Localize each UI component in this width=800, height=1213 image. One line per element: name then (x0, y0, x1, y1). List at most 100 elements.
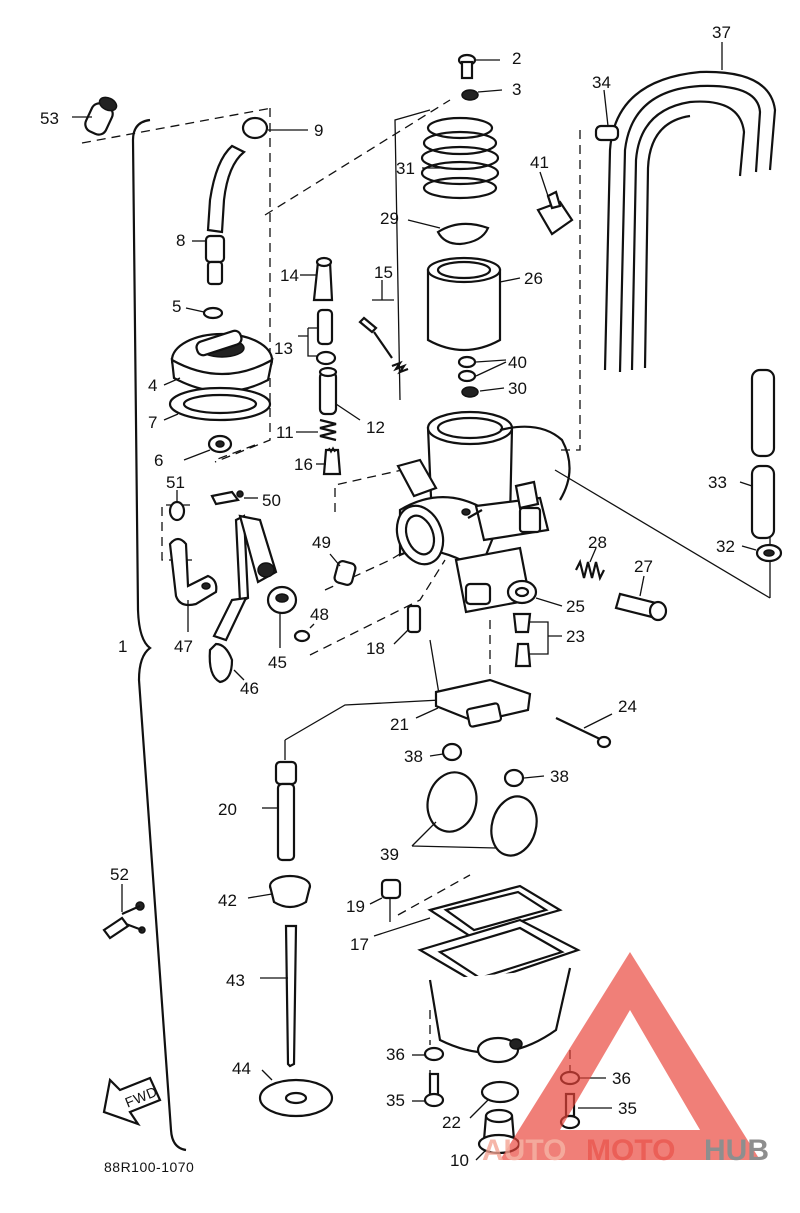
part-17-float-bowl (373, 884, 581, 1064)
part-49-cap (329, 553, 357, 586)
callout-7: 7 (148, 413, 157, 432)
watermark-auto: AUTO (482, 1134, 566, 1167)
part-22-oring (469, 1080, 520, 1119)
callout-38: 38 (404, 747, 423, 766)
callout-30: 30 (508, 379, 527, 398)
watermark-triangle-icon (500, 952, 760, 1160)
part-6-washer (183, 434, 233, 461)
part-11-spring (296, 418, 337, 442)
part-7-gasket (163, 386, 272, 422)
part-38-cap-left (429, 742, 463, 762)
callout-29: 29 (380, 209, 399, 228)
part-52-bolt (102, 884, 146, 940)
assembly-bracket (131, 118, 187, 1152)
callout-21: 21 (390, 715, 409, 734)
watermark-logo: AUTO MOTO HUB (482, 952, 769, 1167)
part-23-main-jet-set (512, 612, 562, 668)
callout-23: 23 (566, 627, 585, 646)
callout-35: 35 (386, 1091, 405, 1110)
callout-40: 40 (508, 353, 527, 372)
callout-27: 27 (634, 557, 653, 576)
part-45-starter-plunger (238, 514, 298, 648)
callout-44: 44 (232, 1059, 251, 1078)
callout-11: 11 (276, 423, 294, 442)
callout-17: 17 (350, 935, 369, 954)
part-21-float-arm (415, 678, 532, 728)
part-42-needle-holder (247, 874, 312, 909)
callout-49: 49 (312, 533, 331, 552)
callout-53: 53 (40, 109, 59, 128)
callout-50: 50 (262, 491, 281, 510)
callout-31: 31 (396, 159, 415, 178)
callout-47: 47 (174, 637, 193, 656)
carburetor-body (395, 410, 571, 614)
part-19-plug (369, 878, 402, 905)
part-12-plunger (318, 366, 361, 421)
part-8-breather-tube (192, 144, 247, 286)
callout-20: 20 (218, 800, 237, 819)
callout-13: 13 (274, 339, 293, 358)
part-18-pilot-jet (393, 604, 422, 645)
part-35-screw-left (412, 1072, 445, 1108)
callout-2: 2 (512, 49, 521, 68)
callout-39: 39 (380, 845, 399, 864)
part-26-throttle-valve (426, 256, 521, 351)
part-25-washer (506, 579, 563, 607)
part-51-fitting (168, 490, 186, 522)
part-9-cap (241, 116, 308, 140)
callout-12: 12 (366, 418, 385, 437)
part-24-float-pin (555, 713, 613, 749)
callout-36: 36 (386, 1045, 405, 1064)
part-37-overflow-hose (603, 42, 777, 373)
part-43-jet-needle (260, 924, 298, 1068)
callout-41: 41 (530, 153, 549, 172)
part-40-needle-clip (457, 355, 507, 383)
part-28-spring (575, 547, 605, 582)
part-46-cable-end (208, 514, 250, 684)
callout-35b: 35 (618, 1099, 637, 1118)
part-31-throttle-spring (420, 116, 500, 200)
callout-8: 8 (176, 231, 185, 250)
part-2-screw (457, 53, 500, 80)
callout-15: 15 (374, 263, 393, 282)
callout-16: 16 (294, 455, 313, 474)
part-3-clip (461, 89, 503, 101)
callout-labels: 2 3 4 5 6 7 8 9 10 11 12 13 14 15 16 17 … (40, 23, 735, 1170)
callout-28: 28 (588, 533, 607, 552)
part-47-bracket (168, 537, 218, 632)
part-4-mixing-chamber-top (163, 329, 274, 393)
callout-34: 34 (592, 73, 611, 92)
fwd-arrow-icon: FWD (102, 1076, 162, 1127)
part-14-cap (300, 256, 334, 302)
callout-18: 18 (366, 639, 385, 658)
callout-9: 9 (314, 121, 323, 140)
part-34-vent-hose (594, 89, 620, 142)
callout-42: 42 (218, 891, 237, 910)
callout-26: 26 (524, 269, 543, 288)
callout-33: 33 (708, 473, 727, 492)
watermark-hub: HUB (704, 1134, 769, 1167)
part-5-oring (185, 306, 224, 320)
callout-52: 52 (110, 865, 129, 884)
callout-1: 1 (118, 637, 127, 656)
callout-25: 25 (566, 597, 585, 616)
part-38-cap-right (503, 768, 545, 788)
callout-46: 46 (240, 679, 259, 698)
callout-5: 5 (172, 297, 181, 316)
part-16-starter-plunger (316, 446, 342, 476)
callout-36b: 36 (612, 1069, 631, 1088)
callout-51: 51 (166, 473, 185, 492)
callout-24: 24 (618, 697, 637, 716)
callout-10: 10 (450, 1151, 469, 1170)
callout-6: 6 (154, 451, 163, 470)
part-53-tube (72, 96, 118, 136)
part-44-washer (258, 1069, 334, 1118)
callout-37: 37 (712, 23, 731, 42)
callout-45: 45 (268, 653, 287, 672)
part-50-screw (210, 490, 258, 506)
part-32-hose-clip (741, 543, 783, 563)
part-30-washer (461, 386, 505, 398)
callout-38b: 38 (550, 767, 569, 786)
